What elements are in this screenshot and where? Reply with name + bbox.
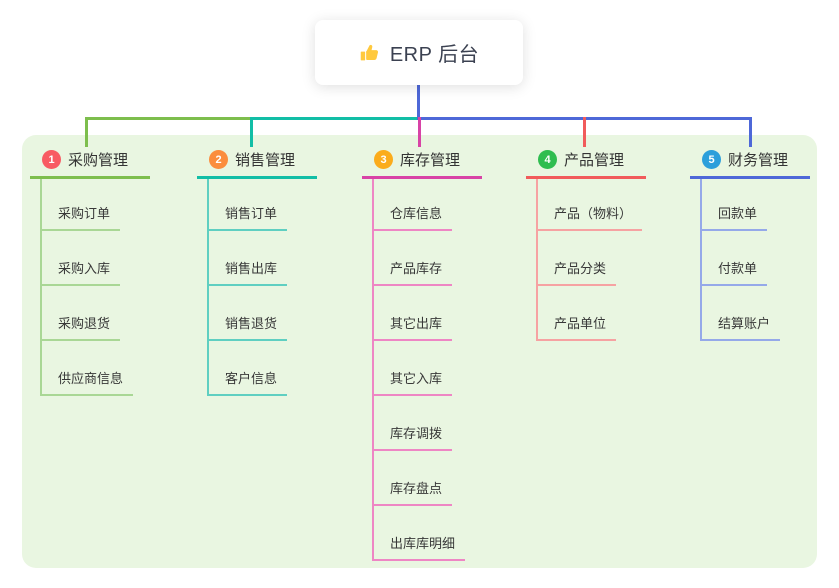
branch-node[interactable]: 2 销售管理 [209, 149, 295, 170]
child-node[interactable]: 其它入库 [372, 370, 453, 396]
child-node-label: 结算账户 [718, 316, 771, 331]
child-node[interactable]: 销售订单 [207, 205, 288, 231]
branch-trunk-segment [85, 117, 250, 120]
child-node-label: 库存调拨 [390, 426, 443, 441]
branch-title: 库存管理 [400, 152, 461, 169]
branch-children-line [372, 179, 374, 560]
child-node-label: 销售退货 [225, 316, 278, 331]
branch-title: 产品管理 [564, 152, 625, 169]
child-node[interactable]: 采购入库 [40, 260, 121, 286]
branch-children-line [536, 179, 538, 340]
branch-drop-line [418, 117, 421, 147]
branch-number-badge: 2 [209, 150, 228, 169]
branch-number-badge: 5 [702, 150, 721, 169]
child-node-label: 产品分类 [554, 261, 607, 276]
child-node-label: 供应商信息 [58, 371, 124, 386]
child-node[interactable]: 仓库信息 [372, 205, 453, 231]
thumbs-up-icon [359, 42, 381, 64]
branch-trunk-segment [250, 117, 418, 120]
child-node[interactable]: 供应商信息 [40, 370, 134, 396]
child-node-label: 其它入库 [390, 371, 443, 386]
branch-node[interactable]: 5 财务管理 [702, 149, 788, 170]
branch-number-badge: 3 [374, 150, 393, 169]
child-node-label: 客户信息 [225, 371, 278, 386]
child-node-label: 其它出库 [390, 316, 443, 331]
child-node-label: 出库库明细 [390, 536, 456, 551]
branch-underline [690, 176, 810, 179]
branch-node[interactable]: 1 采购管理 [42, 149, 128, 170]
branch-drop-line [250, 117, 253, 147]
mindmap-background-panel [22, 135, 817, 568]
child-node-label: 产品（物料） [554, 206, 633, 221]
branch-number-badge: 4 [538, 150, 557, 169]
branch-title: 销售管理 [235, 152, 296, 169]
child-node[interactable]: 采购订单 [40, 205, 121, 231]
branch-node[interactable]: 4 产品管理 [538, 149, 624, 170]
branch-drop-line [583, 117, 586, 147]
root-node-label: ERP 后台 [389, 44, 480, 66]
branch-node[interactable]: 3 库存管理 [374, 149, 460, 170]
child-node[interactable]: 库存调拨 [372, 425, 453, 451]
child-node[interactable]: 回款单 [700, 205, 768, 231]
child-node-label: 付款单 [718, 261, 758, 276]
branch-children-line [40, 179, 42, 395]
child-node[interactable]: 付款单 [700, 260, 768, 286]
branch-children-line [700, 179, 702, 340]
child-node-label: 库存盘点 [390, 481, 443, 496]
child-node[interactable]: 产品分类 [536, 260, 617, 286]
child-node[interactable]: 其它出库 [372, 315, 453, 341]
branch-title: 采购管理 [68, 152, 129, 169]
branch-number-badge: 1 [42, 150, 61, 169]
child-node[interactable]: 销售出库 [207, 260, 288, 286]
child-node-label: 回款单 [718, 206, 758, 221]
branch-children-line [207, 179, 209, 395]
child-node[interactable]: 结算账户 [700, 315, 781, 341]
child-node-label: 采购订单 [58, 206, 111, 221]
child-node-label: 销售订单 [225, 206, 278, 221]
branch-drop-line [749, 117, 752, 147]
child-node-label: 仓库信息 [390, 206, 443, 221]
child-node[interactable]: 产品单位 [536, 315, 617, 341]
child-node-label: 产品单位 [554, 316, 607, 331]
branch-underline [362, 176, 482, 179]
child-node-label: 产品库存 [390, 261, 443, 276]
branch-underline [526, 176, 646, 179]
child-node[interactable]: 销售退货 [207, 315, 288, 341]
child-node[interactable]: 产品库存 [372, 260, 453, 286]
branch-underline [197, 176, 317, 179]
child-node-label: 采购退货 [58, 316, 111, 331]
child-node[interactable]: 客户信息 [207, 370, 288, 396]
root-node[interactable]: ERP 后台 [315, 20, 523, 85]
child-node[interactable]: 产品（物料） [536, 205, 643, 231]
root-stem-line [417, 85, 420, 120]
branch-underline [30, 176, 150, 179]
child-node-label: 采购入库 [58, 261, 111, 276]
child-node[interactable]: 出库库明细 [372, 535, 466, 561]
branch-title: 财务管理 [728, 152, 789, 169]
branch-drop-line [85, 117, 88, 147]
child-node-label: 销售出库 [225, 261, 278, 276]
child-node[interactable]: 库存盘点 [372, 480, 453, 506]
child-node[interactable]: 采购退货 [40, 315, 121, 341]
